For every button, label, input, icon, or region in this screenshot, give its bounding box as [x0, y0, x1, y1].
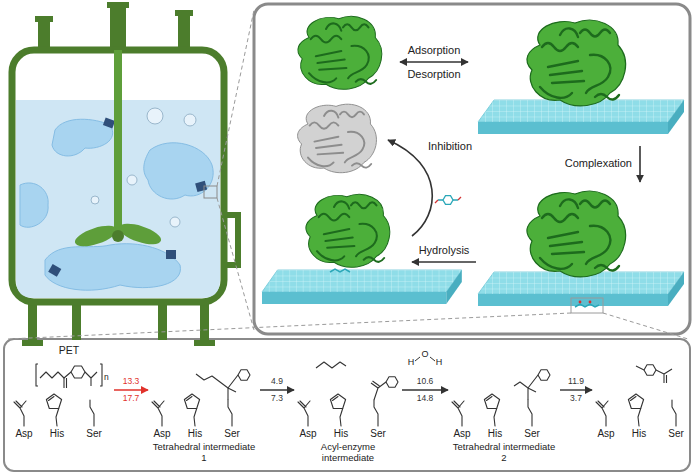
process-label: Hydrolysis	[419, 244, 470, 257]
reaction-arrow	[560, 389, 592, 390]
atom-label: H	[408, 357, 415, 367]
residue-label: His	[488, 428, 502, 440]
repeat-subscript: n	[104, 373, 109, 383]
polymer-label: PET	[59, 344, 79, 356]
process-label: Desorption	[407, 68, 460, 81]
residue-label: Asp	[299, 428, 316, 440]
residue-label: Asp	[15, 428, 32, 440]
process-label: Adsorption	[408, 44, 461, 57]
residue-label: Asp	[597, 428, 614, 440]
process-label: Inhibition	[428, 140, 472, 153]
reaction-arrow	[402, 389, 448, 390]
residue-label: Asp	[153, 428, 170, 440]
barrier-energy: 10.6 14.8	[417, 373, 434, 407]
process-label: Complexation	[565, 157, 632, 170]
structure-node: PET Asp His Ser	[12, 342, 112, 470]
barrier-energy: 4.9 7.3	[271, 373, 283, 407]
residue-label: Ser	[524, 428, 540, 440]
reaction-arrow	[114, 389, 148, 390]
barrier-energy: 11.9 3.7	[568, 373, 584, 407]
residue-label: His	[50, 428, 64, 440]
reaction-arrow	[260, 389, 294, 390]
intermediate-name: Acyl-enzyme intermediate	[296, 442, 400, 464]
intermediate-name: Tetrahedral intermediate 2	[450, 442, 558, 464]
residue-label: Ser	[668, 428, 684, 440]
structure-node: Asp His Ser	[594, 342, 688, 470]
structure-node: Asp His SerTetrahedral intermediate 2	[450, 342, 558, 470]
residue-label: Ser	[86, 428, 102, 440]
residue-label: Ser	[224, 428, 240, 440]
residue-label: His	[632, 428, 646, 440]
structure-node: Asp His SerTetrahedral intermediate 1	[150, 342, 258, 470]
residue-label: His	[334, 428, 348, 440]
residue-label: Asp	[453, 428, 470, 440]
intermediate-name: Tetrahedral intermediate 1	[150, 442, 258, 464]
barrier-energy: 13.3 17.7	[123, 373, 140, 407]
structure-node: Asp His SerAcyl-enzyme intermediate	[296, 342, 400, 470]
atom-label: H	[436, 357, 443, 367]
residue-label: His	[188, 428, 202, 440]
residue-label: Ser	[370, 428, 386, 440]
atom-label: O	[421, 349, 428, 359]
